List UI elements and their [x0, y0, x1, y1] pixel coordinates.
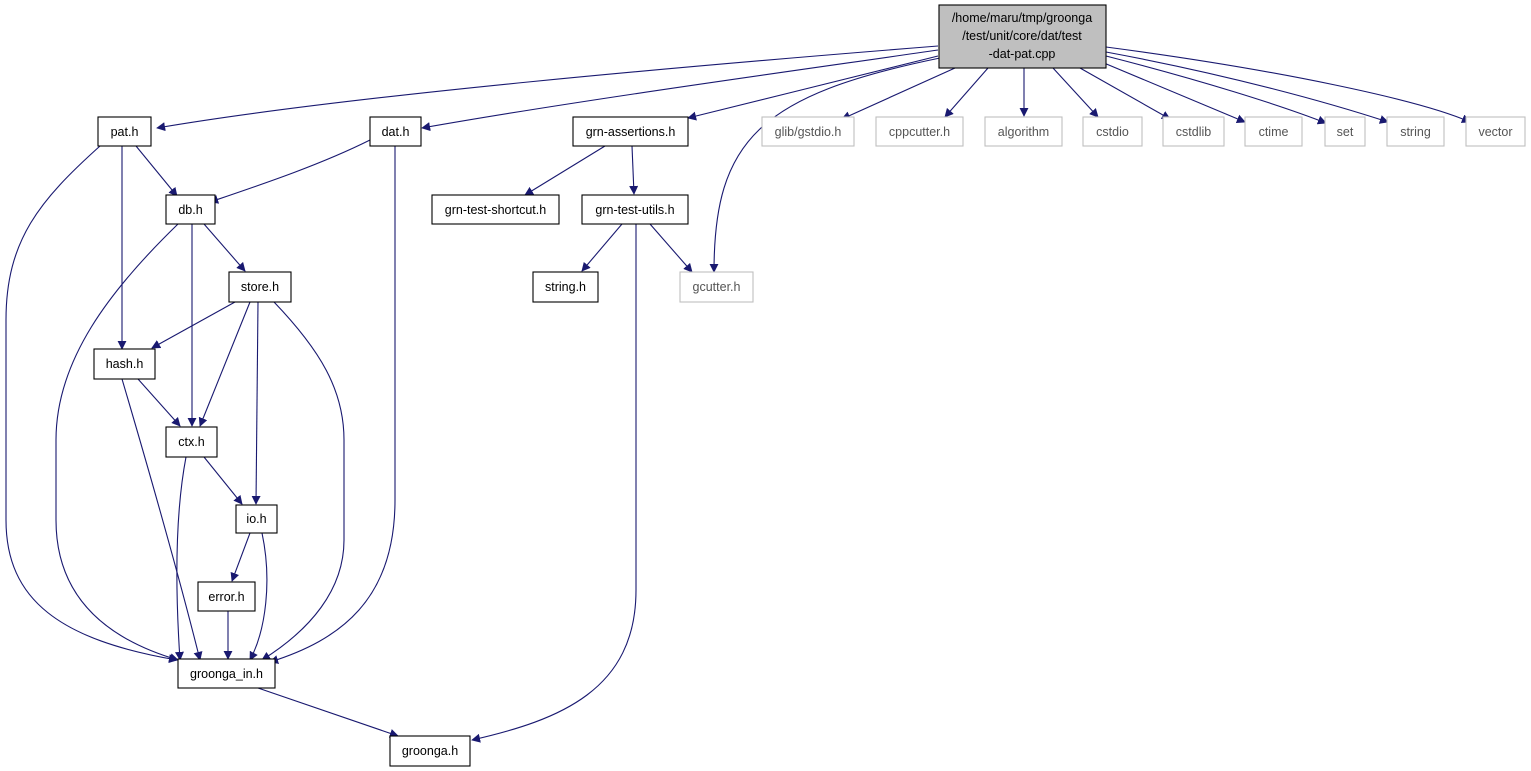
edge-ctx-h-to-groonga-in-h [174, 456, 187, 661]
edge-root-to-cstdio [1052, 67, 1099, 118]
node-error-h[interactable]: error.h [197, 581, 256, 612]
edge-root-to-grn-assertions-h [687, 55, 939, 121]
node-groonga-h[interactable]: groonga.h [389, 735, 471, 767]
node-cppcutter-h-label: cppcutter.h [889, 125, 950, 139]
edge-root-to-cppcutter-h [944, 67, 989, 118]
node-hash-h-label: hash.h [106, 357, 144, 371]
node-groonga-in-h-label: groonga_in.h [190, 667, 263, 681]
edge-grn-test-utils-h-to-string-h [581, 223, 623, 272]
node-set[interactable]: set [1324, 116, 1366, 147]
node-grn-test-shortcut-h[interactable]: grn-test-shortcut.h [431, 194, 560, 225]
node-cstdlib[interactable]: cstdlib [1162, 116, 1225, 147]
node-string-h-label: string.h [545, 280, 586, 294]
edge-store-h-to-io-h [251, 301, 261, 505]
edge-grn-test-utils-h-to-gcutter-h [649, 223, 693, 273]
edge-root-to-pat-h [156, 45, 939, 132]
node-dat-h[interactable]: dat.h [369, 116, 422, 147]
edge-grn-assertions-h-to-grn-test-shortcut-h [524, 145, 606, 196]
edge-store-h-to-hash-h [151, 301, 236, 349]
node-grn-test-utils-h-label: grn-test-utils.h [595, 203, 674, 217]
edge-pat-h-to-groonga-in-h [5, 145, 178, 664]
edge-db-h-to-store-h [203, 223, 246, 272]
edge-grn-test-utils-h-to-groonga-h [471, 224, 637, 743]
node-store-h-label: store.h [241, 280, 279, 294]
edge-io-h-to-error-h [230, 532, 251, 582]
edge-root-to-dat-h [421, 49, 939, 132]
node-io-h[interactable]: io.h [235, 504, 278, 534]
node-db-h-label: db.h [178, 203, 202, 217]
node-cstdio[interactable]: cstdio [1082, 116, 1143, 147]
node-grn-test-utils-h[interactable]: grn-test-utils.h [581, 194, 689, 225]
node-ctx-h-label: ctx.h [178, 435, 204, 449]
edge-store-h-to-ctx-h [198, 301, 251, 427]
node-grn-test-shortcut-h-label: grn-test-shortcut.h [445, 203, 546, 217]
node-db-h[interactable]: db.h [165, 194, 216, 225]
node-groonga-h-label: groonga.h [402, 744, 458, 758]
node-gcutter-h-label: gcutter.h [693, 280, 741, 294]
edge-root-to-vector [1105, 46, 1471, 123]
node-cppcutter-h[interactable]: cppcutter.h [875, 116, 964, 147]
node-hash-h[interactable]: hash.h [93, 348, 156, 380]
node-groonga-in-h[interactable]: groonga_in.h [177, 658, 276, 689]
root-file-label-line-3: -dat-pat.cpp [989, 47, 1056, 61]
edge-grn-assertions-h-to-grn-test-utils-h [629, 145, 639, 195]
edge-store-h-to-groonga-in-h [261, 301, 345, 661]
node-cstdlib-label: cstdlib [1176, 125, 1211, 139]
edge-root-to-glib-gstdio-h [841, 67, 956, 120]
node-algorithm-label: algorithm [998, 125, 1049, 139]
edge-groonga-in-h-to-groonga-h [257, 687, 399, 738]
node-ctime[interactable]: ctime [1244, 116, 1303, 147]
node-glib-gstdio-h[interactable]: glib/gstdio.h [761, 116, 855, 147]
edge-root-to-string [1105, 51, 1389, 124]
edge-root-to-cstdlib [1079, 67, 1171, 120]
node-pat-h[interactable]: pat.h [97, 116, 152, 147]
node-vector-label: vector [1478, 125, 1512, 139]
edge-dat-h-to-groonga-in-h [269, 146, 396, 664]
edge-io-h-to-groonga-in-h [249, 532, 268, 661]
edge-dat-h-to-db-h [209, 139, 371, 204]
node-error-h-label: error.h [208, 590, 244, 604]
root-file-label-line-1: /home/maru/tmp/groonga [952, 11, 1092, 25]
edge-hash-h-to-ctx-h [137, 378, 181, 427]
node-gcutter-h[interactable]: gcutter.h [679, 271, 754, 303]
node-string-h[interactable]: string.h [532, 271, 599, 303]
edge-ctx-h-to-io-h [203, 456, 243, 505]
node-ctime-label: ctime [1259, 125, 1289, 139]
edge-root-to-gcutter-h [709, 57, 941, 273]
node-ctx-h[interactable]: ctx.h [165, 426, 218, 458]
node-io-h-label: io.h [246, 512, 266, 526]
edge-root-to-set [1105, 55, 1327, 125]
node-set-label: set [1337, 125, 1354, 139]
root-file-node[interactable]: /home/maru/tmp/groonga /test/unit/core/d… [938, 4, 1107, 69]
node-pat-h-label: pat.h [111, 125, 139, 139]
node-grn-assertions-h-label: grn-assertions.h [586, 125, 676, 139]
edge-hash-h-to-groonga-in-h [121, 378, 203, 661]
node-string[interactable]: string [1386, 116, 1445, 147]
edge-root-to-ctime [1103, 62, 1246, 124]
edge-pat-h-to-db-h [135, 145, 178, 197]
node-grn-assertions-h[interactable]: grn-assertions.h [572, 116, 689, 147]
node-dat-h-label: dat.h [382, 125, 410, 139]
node-glib-gstdio-h-label: glib/gstdio.h [775, 125, 842, 139]
node-algorithm[interactable]: algorithm [984, 116, 1063, 147]
node-store-h[interactable]: store.h [228, 271, 292, 303]
node-string-label: string [1400, 125, 1431, 139]
node-vector[interactable]: vector [1465, 116, 1526, 147]
node-cstdio-label: cstdio [1096, 125, 1129, 139]
root-file-label-line-2: /test/unit/core/dat/test [962, 29, 1082, 43]
edge-db-h-to-groonga-in-h [55, 223, 179, 663]
